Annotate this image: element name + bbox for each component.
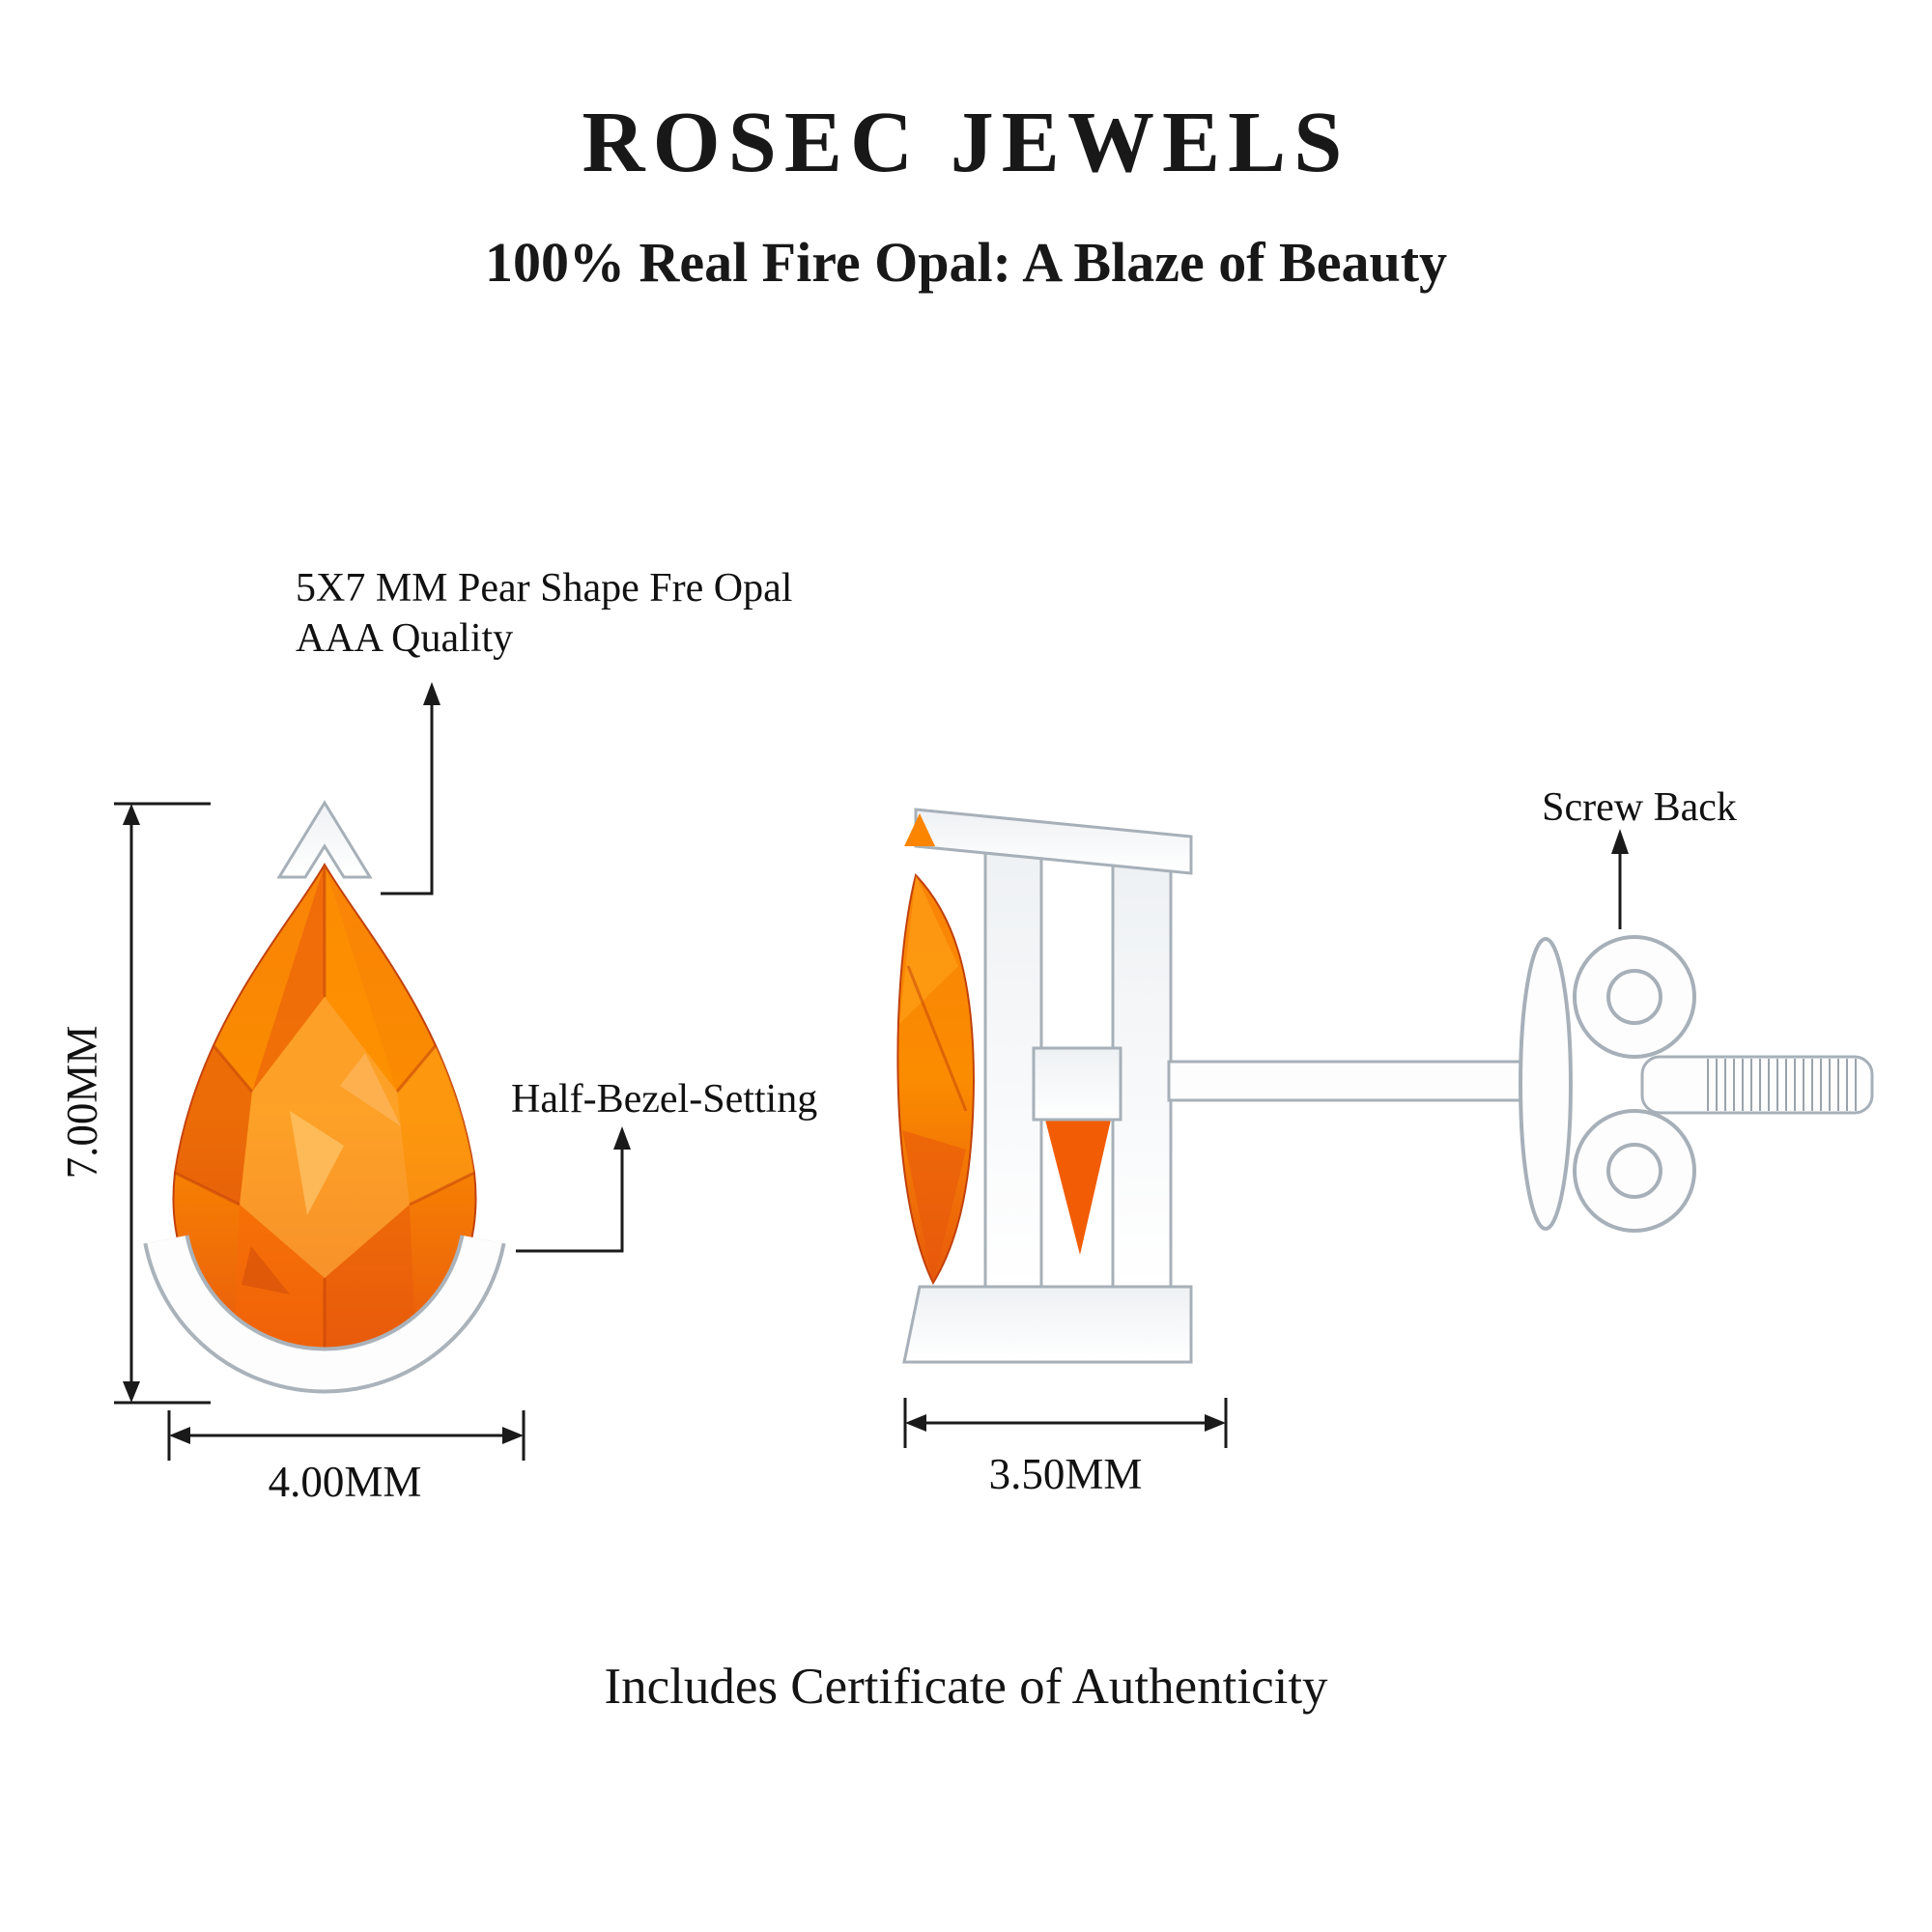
brand-title: ROSEC JEWELS	[582, 95, 1350, 190]
certificate-note: Includes Certificate of Authenticity	[604, 1659, 1328, 1715]
ear-post	[1167, 1060, 1557, 1102]
depth-dimension-label: 3.50MM	[988, 1450, 1143, 1498]
screw-back-annotation: Screw Back	[1542, 785, 1737, 830]
side-view	[896, 808, 1874, 1364]
stone-annotation-line1: 5X7 MM Pear Shape Fre Opal	[296, 566, 793, 611]
top-prong	[276, 800, 373, 879]
front-view	[143, 800, 506, 1394]
brand-tagline: 100% Real Fire Opal: A Blaze of Beauty	[484, 231, 1448, 294]
clutch-disc	[1519, 937, 1573, 1231]
height-dimension-label: 7.00MM	[58, 1025, 106, 1179]
width-dimension-label: 4.00MM	[268, 1458, 422, 1506]
stone-annotation: 5X7 MM Pear Shape Fre Opal AAA Quality	[296, 563, 914, 664]
bezel-crossbar	[1032, 1046, 1122, 1122]
bezel-bottom-plate	[902, 1285, 1193, 1364]
annotation-leaders	[381, 682, 1629, 1253]
bezel-top-plate	[914, 808, 1193, 875]
opal-tip-side	[904, 813, 935, 846]
stone-annotation-line2: AAA Quality	[296, 616, 514, 661]
opal-side-facets	[899, 875, 968, 1283]
half-bezel-band	[147, 1236, 502, 1390]
thread-ridges	[1707, 1059, 1857, 1111]
setting-annotation: Half-Bezel-Setting	[511, 1077, 818, 1122]
dimension-lines	[114, 802, 1228, 1461]
opal-pavilion-wedge	[1045, 1120, 1111, 1255]
clutch-loops	[1573, 935, 1696, 1233]
threaded-post	[1640, 1055, 1874, 1115]
